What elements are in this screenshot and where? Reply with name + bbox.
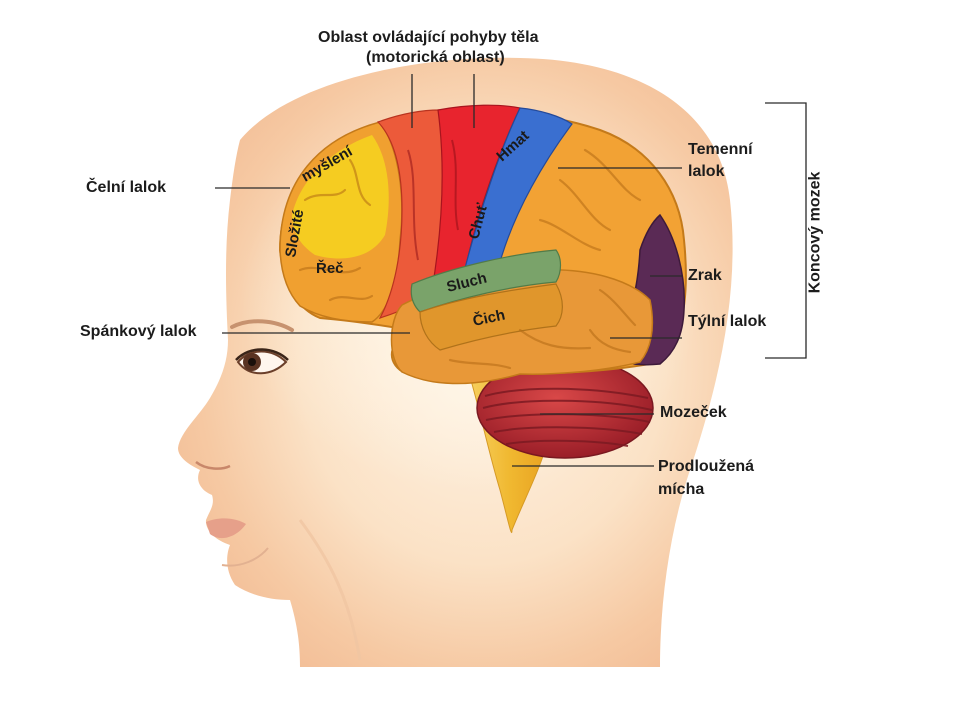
label-parietal-lobe-line1: Temenní [688, 141, 753, 158]
label-motor-area-line1: Oblast ovládající pohyby těla [318, 29, 539, 46]
nostril [195, 460, 231, 470]
cerebrum-bracket [765, 102, 807, 359]
label-vision: Zrak [688, 267, 722, 284]
lips [206, 518, 246, 539]
hearing-area [410, 249, 562, 313]
label-temporal-lobe: Spánkový lalok [80, 323, 197, 340]
smell-area [419, 283, 563, 351]
label-motor-area-line2: (motorická oblast) [366, 49, 505, 66]
label-frontal-lobe: Čelní lalok [86, 179, 167, 196]
label-cerebellum: Mozeček [660, 404, 727, 421]
label-medulla-line1: Prodloužená [658, 458, 755, 475]
eyebrow [230, 319, 294, 332]
area-label-speech: Řeč [316, 259, 344, 277]
label-cerebrum: Koncový mozek [806, 171, 824, 294]
complex-thinking-area [292, 135, 389, 259]
label-parietal-lobe-line2: lalok [688, 163, 725, 180]
label-occipital-lobe: Týlní lalok [688, 313, 767, 330]
label-medulla-line2: mícha [658, 481, 705, 498]
